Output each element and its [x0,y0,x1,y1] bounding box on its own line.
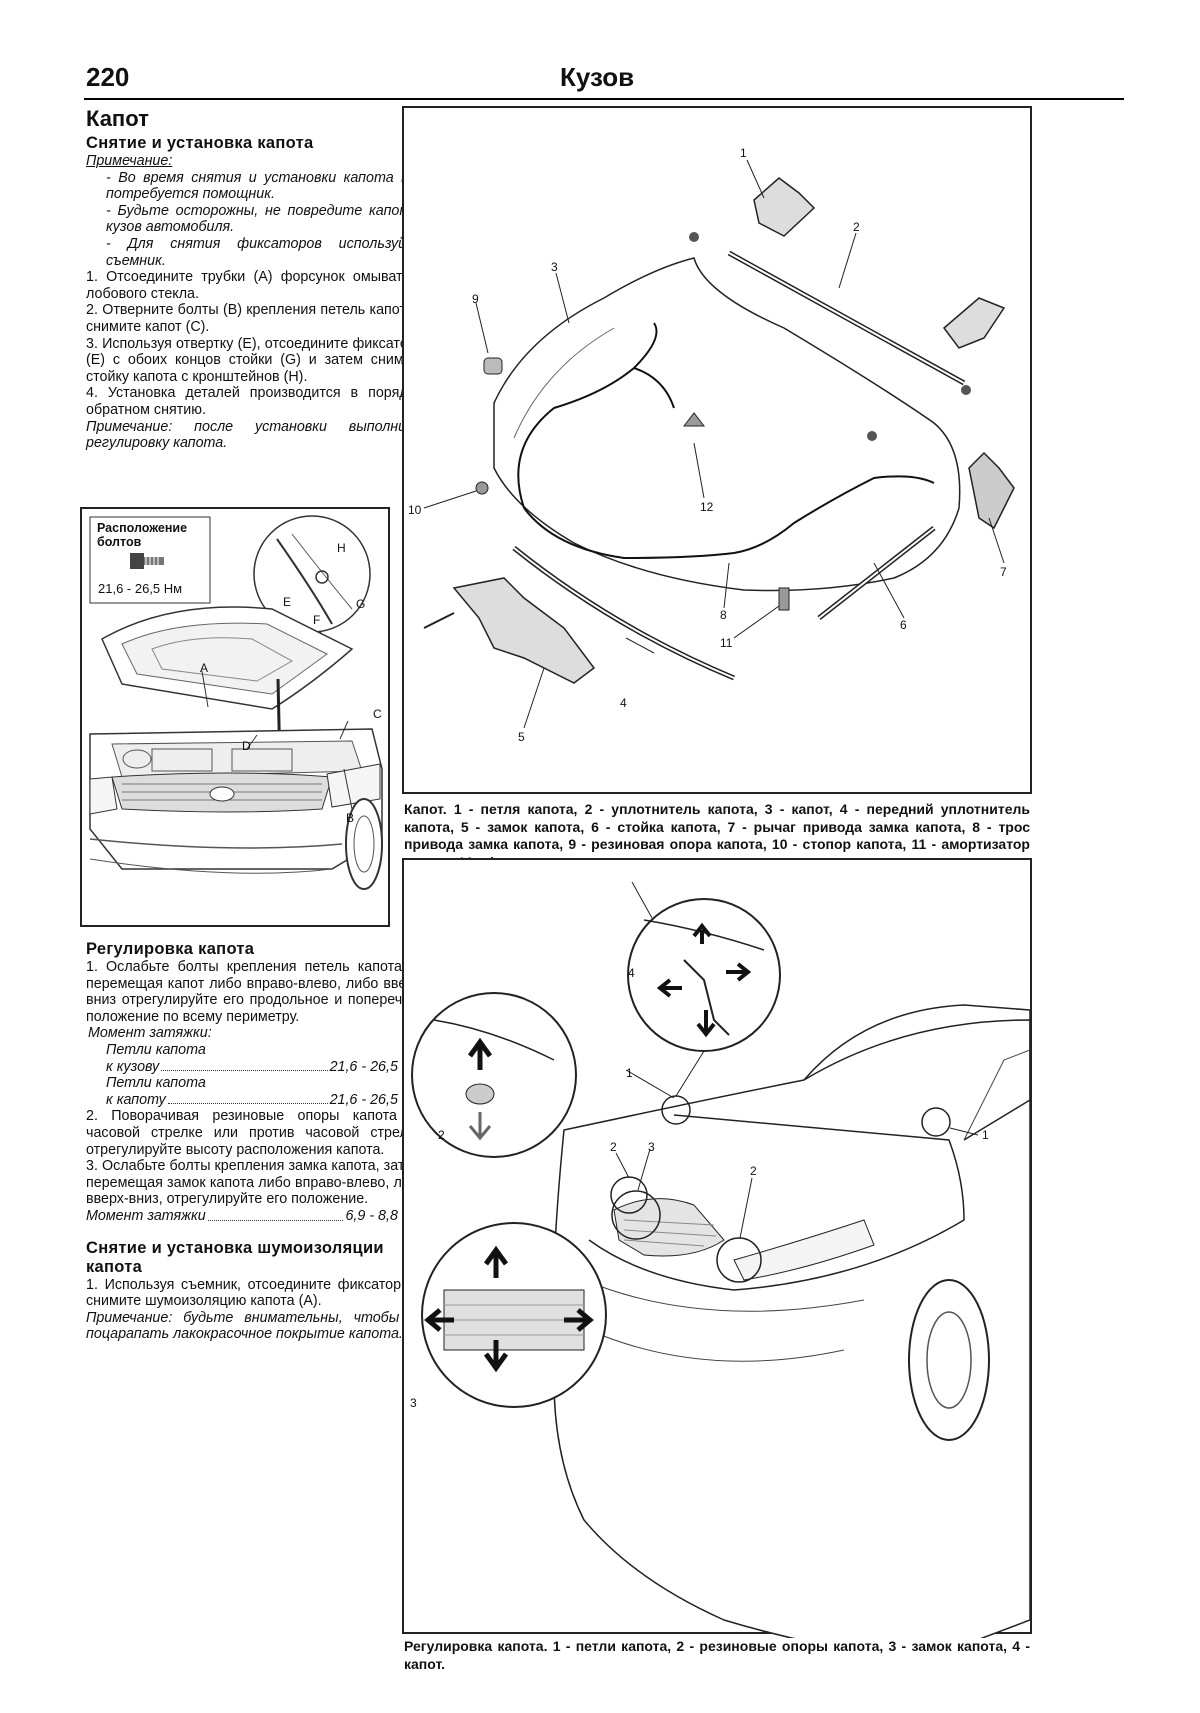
section-title: Кузов [560,62,635,92]
hood-exploded-illustration [423,159,1015,729]
insulation-step: 1. Используя съемник, отсоедините фиксат… [86,1276,426,1310]
part-2-label: 2 [853,220,860,234]
part-9-label: 9 [472,292,479,306]
page-number: 220 [86,62,130,92]
removal-step: 1. Отсоедините трубки (A) форсунок омыва… [86,269,426,302]
hood-parts-figure: 1 2 3 4 5 6 7 8 9 10 11 12 [402,106,1032,794]
hood-parts-caption: Капот. 1 - петля капота, 2 - уплотнитель… [404,801,1030,870]
adjust-callout-1: 1 [626,1066,633,1080]
removal-title: Снятие и установка капота [86,134,314,152]
part-10-label: 10 [408,503,422,517]
part-1-label: 1 [740,146,747,160]
hood-adjust-figure: 1 1 2 2 2 3 3 4 [402,858,1032,1661]
torque-label: Момент затяжки: [88,1025,212,1042]
bolt-location-label: Расположение болтов [97,521,188,549]
part-3-label: 3 [551,260,558,274]
torque-row-label: Петли капота [106,1041,206,1058]
adjust-callout-2-right: 2 [750,1164,757,1178]
removal-step: 4. Установка деталей производится в поря… [86,385,426,418]
bolt-torque-value: 21,6 - 26,5 Нм [98,581,183,596]
hood-adjust-caption: Регулировка капота. 1 - петли капота, 2 … [404,1638,1030,1673]
adjust-callout-2-detail: 2 [438,1128,445,1142]
adjust-callout-1-right: 1 [982,1128,989,1142]
removal-step: 3. Используя отвертку (E), отсоедините ф… [86,335,426,385]
bolt-icon [130,553,164,569]
part-7-label: 7 [1000,565,1007,579]
part-5-label: 5 [518,730,525,744]
header-divider [84,98,1124,100]
callout-d: D [242,739,251,753]
adjust-step: 3. Ослабьте болты крепления замка капота… [86,1158,426,1208]
torque-row-sublabel: к капоту [106,1091,166,1108]
hood-removal-section: Капот Снятие и установка капота Примечан… [86,106,426,452]
torque-spec: Момент затяжки: Петли капота к кузову 21… [86,1025,426,1108]
part-8-label: 8 [720,608,727,622]
adjust-callout-4: 4 [628,966,635,980]
note-item: - Во время снятия и установки капота вам… [106,169,426,203]
adjust-step: 2. Поворачивая резиновые опоры капота по… [86,1108,426,1158]
adjust-title: Регулировка капота [86,940,255,958]
insulation-title: Снятие и установка шумоизоляции капота [86,1238,384,1276]
hood-adjust-section: Регулировка капота 1. Ослабьте болты кре… [86,940,426,1343]
torque-row-sublabel: к кузову [106,1058,160,1075]
torque-spec-lock: Момент затяжки 6,9 - 8,8 Н м [86,1208,426,1225]
callout-g: G [356,597,366,611]
torque-lock-label: Момент затяжки [86,1207,206,1224]
bolt-location-figure: Расположение болтов 21,6 - 26,5 Нм A B C… [80,507,390,927]
adjust-callout-3-detail: 3 [410,1396,417,1410]
car-front-illustration [411,881,1031,1661]
torque-row: к кузову 21,6 - 26,5 Н м [88,1059,426,1076]
adjust-callout-2: 2 [610,1140,617,1154]
engine-bay-illustration [89,515,383,890]
callout-b: B [346,811,355,825]
callout-h: H [337,541,346,555]
callout-e: E [283,595,292,609]
note-label: Примечание: [86,153,173,169]
torque-row-label: Петли капота [106,1075,206,1092]
note-item: - Для снятия фиксаторов используйте съем… [106,235,426,269]
hood-title: Капот [86,106,149,131]
part-6-label: 6 [900,618,907,632]
adjust-step: 1. Ослабьте болты крепления петель капот… [86,959,426,1025]
removal-step: 2. Отверните болты (B) крепления петель … [86,302,426,335]
part-12-label: 12 [700,500,714,514]
part-11-label: 11 [720,636,733,650]
torque-row-value: 21,6 - 26,5 Н м [329,1091,426,1108]
note-item: - Будьте осторожны, не повредите капот и… [106,202,426,236]
part-4-label: 4 [620,696,627,710]
adjust-callout-3: 3 [648,1140,655,1154]
final-note: Примечание: после установки выполните ре… [86,418,426,452]
callout-c: C [373,707,382,721]
callout-f: F [313,613,321,627]
torque-row: к капоту 21,6 - 26,5 Н м [88,1092,426,1109]
callout-a: A [200,661,209,675]
insulation-note: Примечание: будьте внимательны, чтобы не… [86,1309,426,1343]
torque-row-value: 21,6 - 26,5 Н м [329,1058,426,1075]
